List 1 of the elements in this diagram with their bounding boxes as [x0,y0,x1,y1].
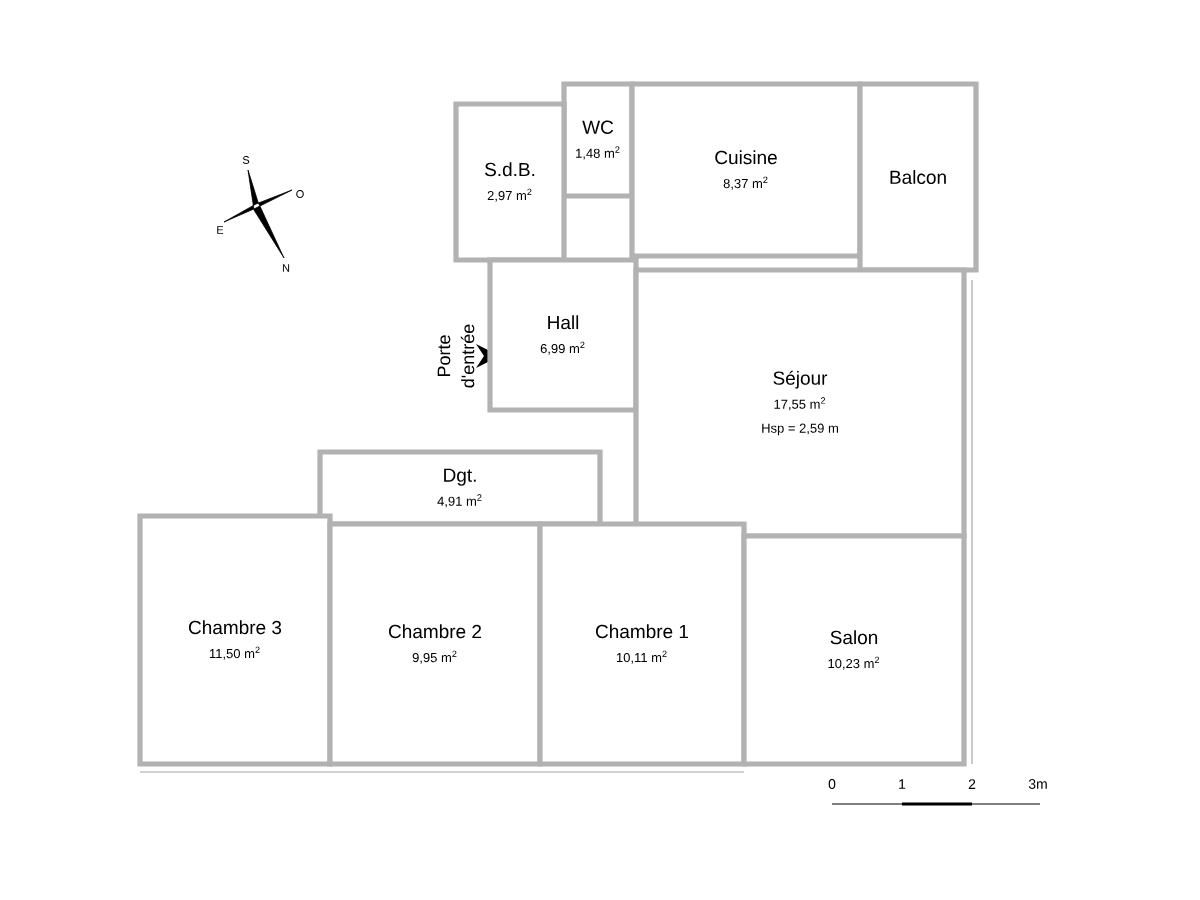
room: Balcon [857,81,979,273]
